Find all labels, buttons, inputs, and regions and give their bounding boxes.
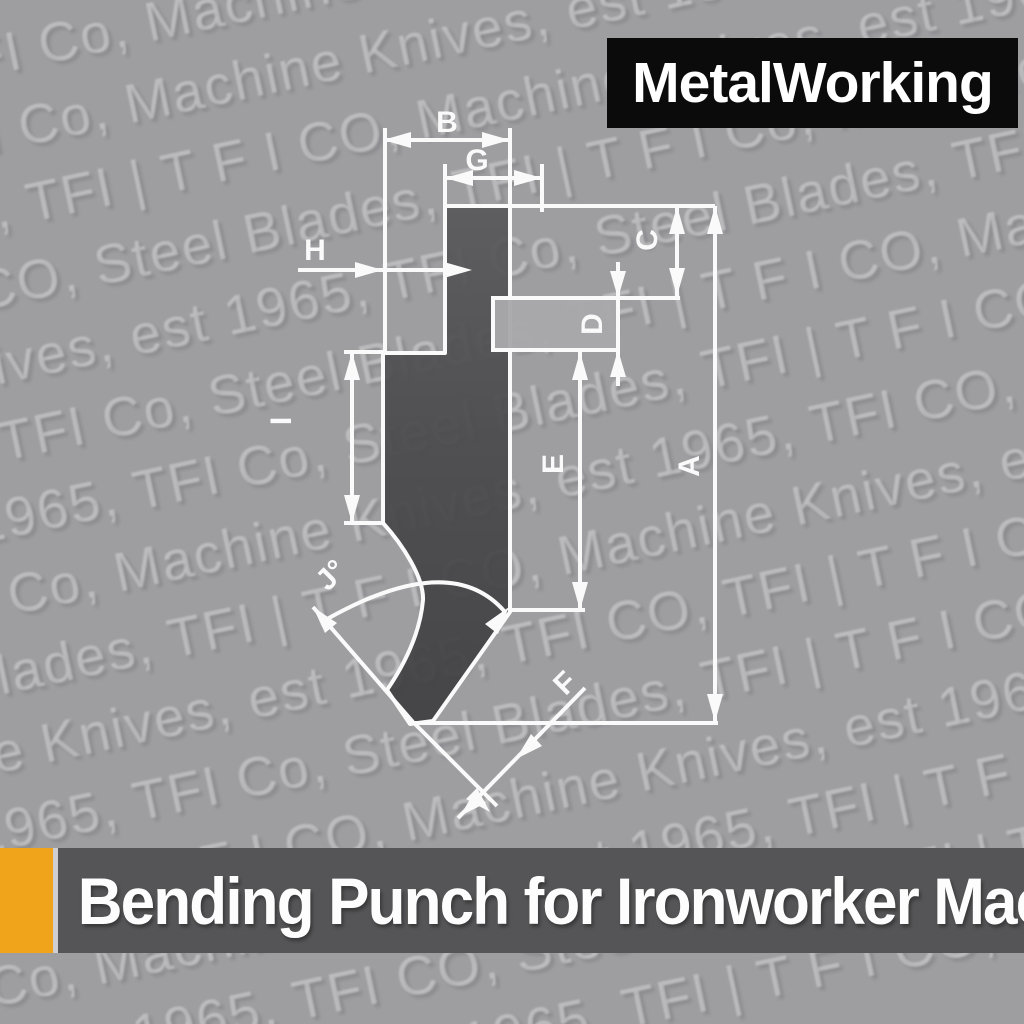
step-feature-rect — [491, 296, 620, 352]
brand-title: MetalWorking — [632, 51, 994, 115]
title-banner: Bending Punch for Ironworker Machine — [58, 848, 1024, 953]
dim-label-i: I — [265, 417, 298, 425]
dim-label-b: B — [436, 106, 458, 139]
accent-separator — [53, 848, 58, 953]
dimension-lines — [298, 128, 723, 820]
punch-profile-shape — [381, 204, 512, 726]
dim-label-d: D — [576, 313, 609, 335]
dim-label-j: J° — [309, 553, 353, 597]
poster-title: Bending Punch for Ironworker Machine — [77, 863, 1024, 938]
accent-square — [0, 848, 53, 953]
brand-banner: MetalWorking — [607, 38, 1018, 128]
dim-label-c: C — [631, 229, 664, 251]
dim-label-g: G — [465, 144, 488, 177]
dim-label-e: E — [537, 454, 570, 474]
dim-label-a: A — [673, 455, 706, 477]
dim-label-h: H — [304, 234, 326, 267]
